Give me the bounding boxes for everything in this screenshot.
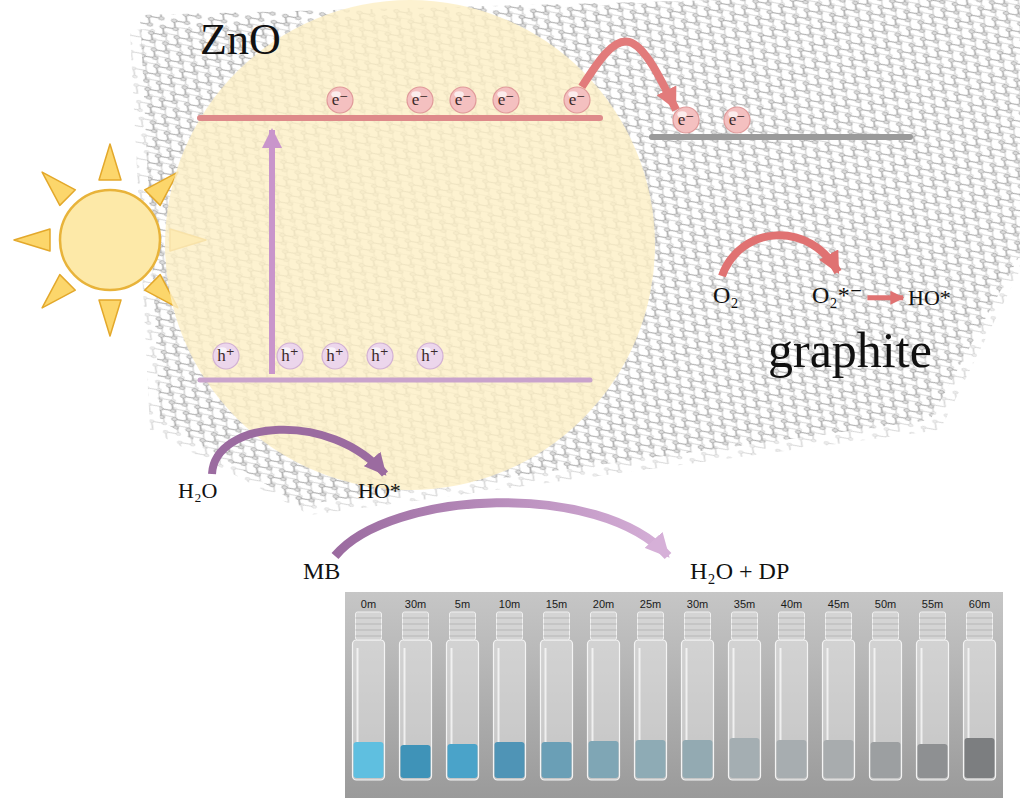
time-label-holder: 40m [781, 598, 802, 611]
time-label-holder: 20m [593, 598, 614, 611]
hole-circle [277, 343, 303, 369]
time-label: 60m [969, 598, 990, 611]
time-label: 35m [734, 598, 755, 611]
time-label: 45m [828, 598, 849, 611]
time-label: 5m [455, 598, 470, 611]
time-label: 50m [875, 598, 896, 611]
charge-label: e⁻ [406, 86, 434, 114]
charge-label: e⁻ [563, 86, 591, 114]
time-label-holder: 10m [499, 598, 520, 611]
conduction-band [200, 115, 600, 121]
species-label-holder: HO* [908, 285, 951, 310]
material-label-holder: graphite [768, 322, 932, 380]
time-label-holder: 25m [640, 598, 661, 611]
time-label: 0m [361, 598, 376, 611]
electron-circle [724, 107, 750, 133]
vial-photo [345, 592, 1003, 798]
species-label-holder: MB [303, 558, 340, 586]
species-label: H₂O + DP [690, 558, 789, 586]
electron-circle [450, 87, 476, 113]
species-label-holder: O₂*⁻ [812, 282, 862, 310]
electron-circle [673, 107, 699, 133]
species-label: MB [303, 558, 340, 586]
conversion-arrow [867, 295, 903, 300]
hole: h⁺ [212, 342, 240, 370]
time-label-holder: 60m [969, 598, 990, 611]
electron: e⁻ [723, 106, 751, 134]
electron: e⁻ [406, 86, 434, 114]
time-label: 30m [405, 598, 426, 611]
electron: e⁻ [563, 86, 591, 114]
electron: e⁻ [672, 106, 700, 134]
time-label: 20m [593, 598, 614, 611]
charge-label: e⁻ [672, 106, 700, 134]
time-label-holder: 30m [687, 598, 708, 611]
species-label-holder: HO* [358, 478, 401, 503]
time-label-holder: 30m [405, 598, 426, 611]
charge-label: e⁻ [326, 86, 354, 114]
reduction-arrow [722, 235, 838, 276]
graphite-sheet [130, 0, 1020, 515]
time-label-holder: 45m [828, 598, 849, 611]
species-label: O₂ [713, 282, 739, 310]
time-label-holder: 0m [361, 598, 376, 611]
species-label: O₂*⁻ [812, 282, 862, 310]
hole: h⁺ [416, 342, 444, 370]
zno-particle: ZnO e⁻ e⁻ e⁻ e⁻ e⁻ h⁺ h⁺ h⁺ h⁺ h⁺ [165, 0, 655, 490]
charge-label: e⁻ [723, 106, 751, 134]
electron: e⁻ [449, 86, 477, 114]
hole: h⁺ [276, 342, 304, 370]
charge-label: e⁻ [492, 86, 520, 114]
time-label-holder: 50m [875, 598, 896, 611]
time-label-holder: 5m [455, 598, 470, 611]
zno-circle [165, 0, 655, 490]
time-label: 10m [499, 598, 520, 611]
species-label-holder: O₂ [713, 282, 739, 310]
charge-label: e⁻ [449, 86, 477, 114]
hole-circle [367, 343, 393, 369]
species-label: H₂O [178, 478, 217, 503]
time-label-holder: 55m [922, 598, 943, 611]
time-label: 40m [781, 598, 802, 611]
material-label: ZnO [200, 16, 281, 64]
material-label: graphite [768, 322, 932, 380]
electron-circle [407, 87, 433, 113]
graphite-sheet [140, 0, 1020, 505]
charge-label: h⁺ [321, 342, 349, 370]
time-label: 15m [546, 598, 567, 611]
hole-circle [417, 343, 443, 369]
time-label: 30m [687, 598, 708, 611]
excitation-arrow [269, 130, 275, 374]
species-label: HO* [358, 478, 401, 503]
electron: e⁻ [326, 86, 354, 114]
charge-label: h⁺ [212, 342, 240, 370]
species-label-holder: H₂O [178, 478, 217, 503]
valence-band [200, 378, 590, 383]
species-label-holder: H₂O + DP [690, 558, 789, 586]
electron: e⁻ [492, 86, 520, 114]
hole-circle [213, 343, 239, 369]
degradation-arrow [335, 503, 668, 556]
time-label-holder: 35m [734, 598, 755, 611]
hole: h⁺ [321, 342, 349, 370]
graphite-level [652, 134, 910, 140]
time-label: 55m [922, 598, 943, 611]
electron-circle [564, 87, 590, 113]
charge-label: h⁺ [416, 342, 444, 370]
hole: h⁺ [366, 342, 394, 370]
charge-label: h⁺ [366, 342, 394, 370]
time-label-holder: 15m [546, 598, 567, 611]
time-label: 25m [640, 598, 661, 611]
charge-label: h⁺ [276, 342, 304, 370]
zno-outline [165, 0, 655, 490]
electron-circle [327, 87, 353, 113]
electron-circle [493, 87, 519, 113]
species-label: HO* [908, 285, 951, 310]
hole-circle [322, 343, 348, 369]
